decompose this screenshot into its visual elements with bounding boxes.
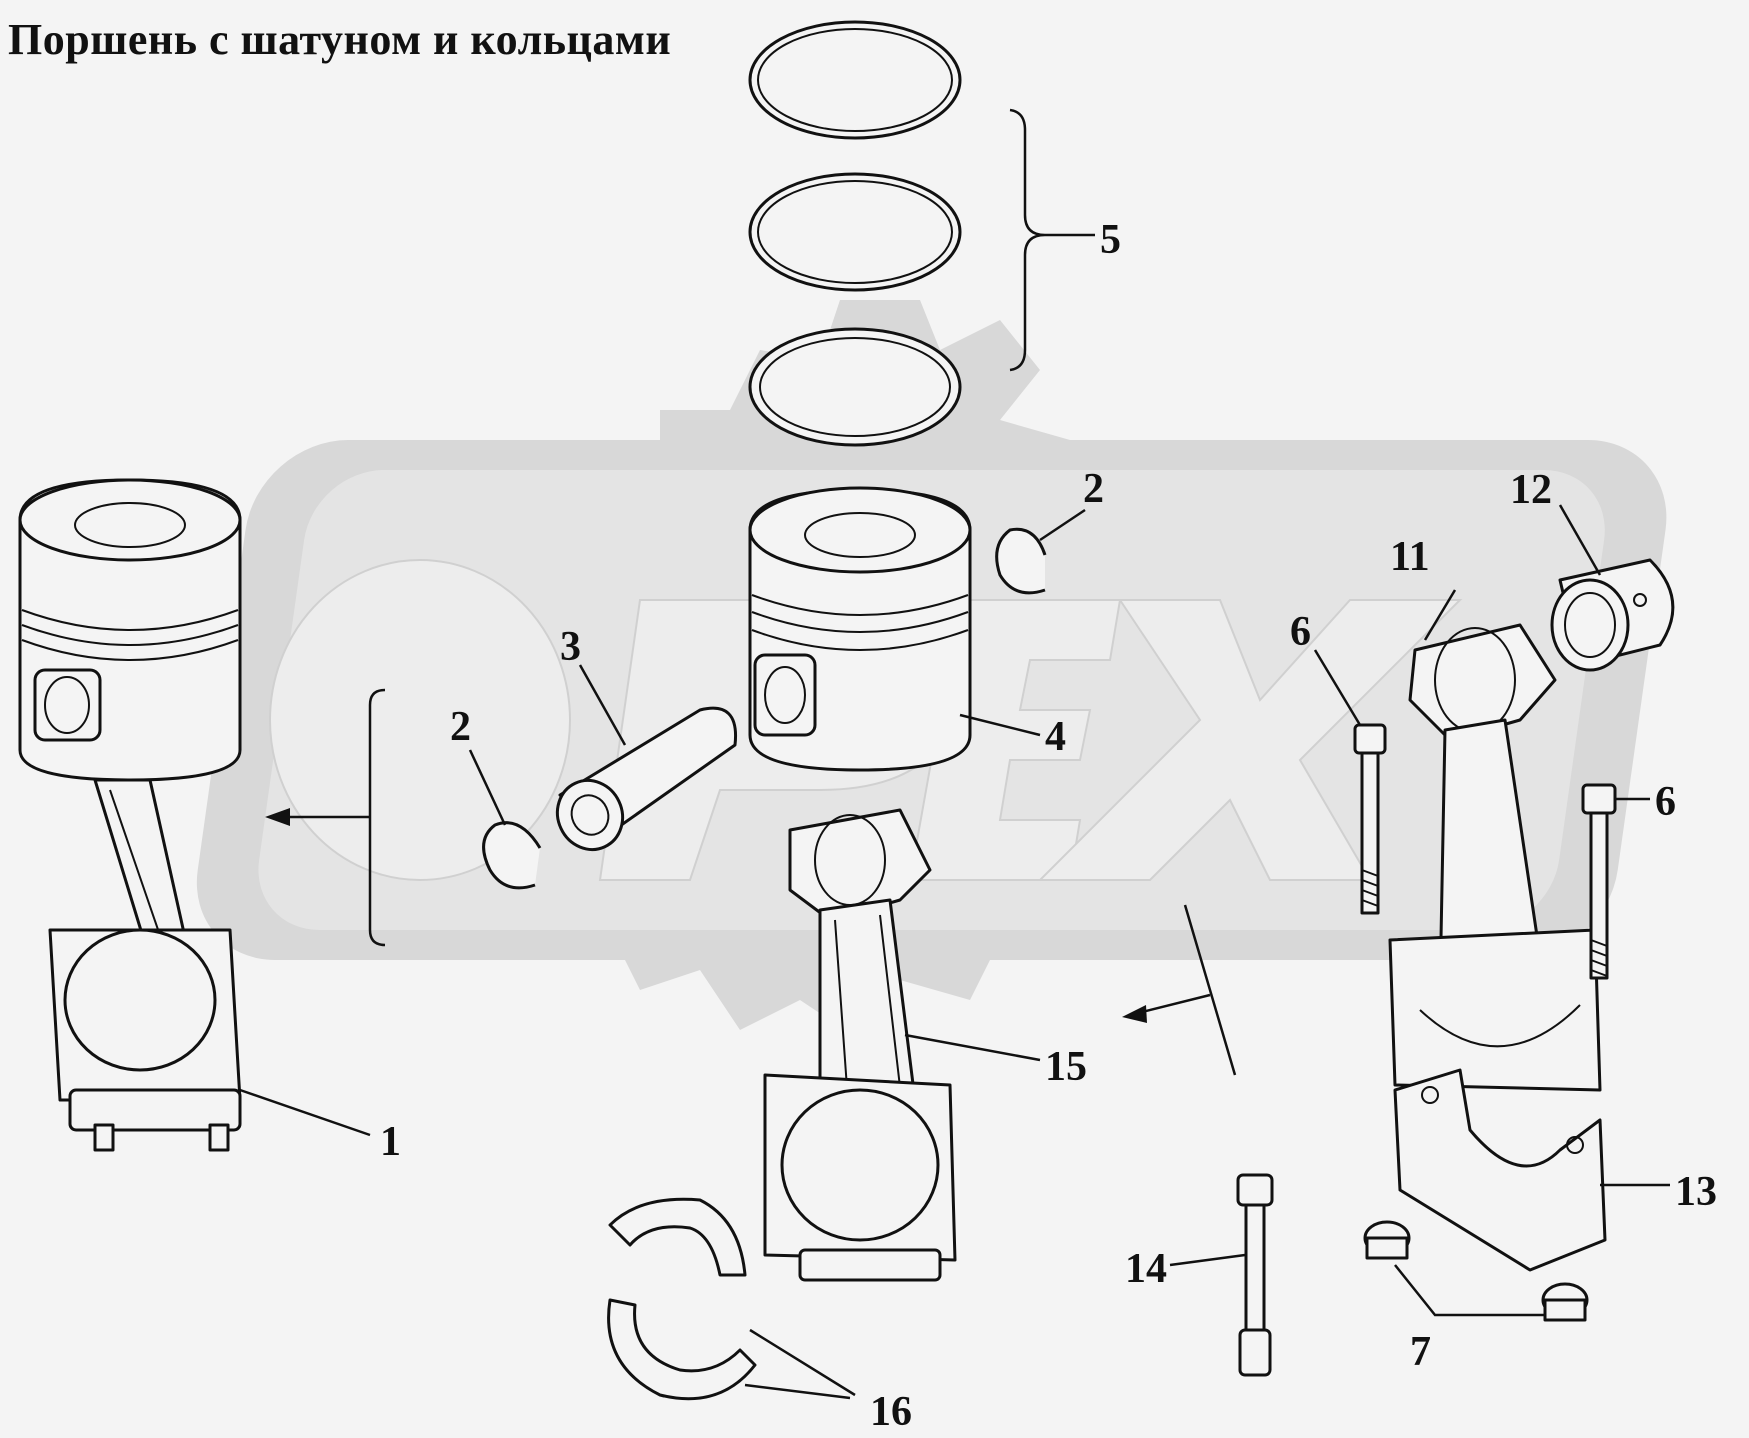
rings-bracket (1009, 108, 1046, 372)
leader-6-left (1313, 649, 1362, 726)
rod-bolt-upper-head (1353, 723, 1387, 755)
ring-top-inner (757, 28, 953, 132)
rod-bolt-upper (1353, 723, 1387, 915)
piston (748, 486, 972, 772)
callout-2-right: 2 (1083, 466, 1104, 512)
leader-16 (744, 1328, 856, 1400)
rod-big-end-bore (780, 1088, 940, 1242)
rod-right-big-end (1388, 928, 1602, 1092)
leader-14 (1169, 1253, 1246, 1267)
cap-bolt-shank (1244, 1203, 1266, 1337)
assembly-piston-crown (18, 478, 242, 562)
callout-15: 15 (1045, 1044, 1087, 1090)
leader-2-right (1039, 508, 1086, 542)
leader-1 (239, 1088, 371, 1137)
snap-ring-left (482, 821, 542, 890)
callout-4: 4 (1045, 714, 1066, 760)
assembly-pin-hole (44, 676, 90, 734)
assembly-rod-cap (68, 1088, 242, 1132)
assembly-combustion-bowl (74, 502, 186, 548)
callout-3: 3 (560, 624, 581, 670)
page-title: Поршень с шатуном и кольцами (8, 15, 672, 64)
cap-bolt-head (1236, 1173, 1274, 1207)
rod-right-bore-arc (1419, 1004, 1581, 1048)
piston-rings (748, 20, 962, 447)
assembly-rod-bore (63, 928, 217, 1072)
assembly-ring-grooves (21, 609, 239, 661)
nut-upper-side (1365, 1236, 1409, 1260)
rod-cap-body (1393, 1068, 1607, 1272)
callout-2-left: 2 (450, 704, 471, 750)
left-arrow-head (265, 808, 290, 826)
piston-pin (555, 706, 738, 851)
bush-bore (1564, 592, 1616, 658)
piston-crown (748, 486, 972, 574)
rod-right-small-end (1408, 623, 1557, 742)
rod-bolt-lower-thread (1590, 939, 1608, 977)
small-end-bush (1550, 558, 1675, 672)
callout-6-left: 6 (1290, 609, 1311, 655)
ring-top-outer (748, 20, 962, 140)
callout-5: 5 (1100, 217, 1121, 263)
connecting-rod-center (763, 808, 957, 1282)
rod-bolt-upper-shank (1360, 751, 1380, 915)
piston-pin-end (555, 779, 625, 851)
rod-cap-right (1393, 1068, 1607, 1272)
rod-cap-hole-left (1421, 1086, 1439, 1104)
assembly-piston-rod (18, 478, 242, 1152)
ring-oil-outer (748, 327, 962, 447)
leader-4 (959, 713, 1041, 737)
rod-bolt-lower-head (1581, 783, 1617, 815)
piston-pin-hole (764, 666, 806, 724)
rod-bolt-upper-thread (1361, 869, 1379, 907)
cap-bolt (1236, 1173, 1274, 1377)
piston-combustion-bowl (804, 512, 916, 558)
callout-12: 12 (1510, 467, 1552, 513)
assembly-rod-bolt-right (208, 1123, 230, 1152)
callout-13: 13 (1675, 1169, 1717, 1215)
snap-ring-right (995, 527, 1047, 595)
rod-bolt-lower (1581, 783, 1617, 980)
callout-7: 7 (1410, 1329, 1431, 1375)
callout-16: 16 (870, 1389, 912, 1435)
leader-12 (1558, 504, 1602, 576)
connecting-rod-right (1388, 623, 1602, 1092)
bearing-shell-upper (608, 1197, 747, 1277)
cap-bolt-nut (1238, 1328, 1272, 1377)
piston-ring-grooves (751, 594, 969, 651)
watermark-letter-o (269, 559, 571, 881)
ring-middle-inner (757, 180, 953, 284)
assembly-rod-rib (109, 789, 166, 951)
bearing-shells (607, 1197, 757, 1401)
leader-11 (1423, 589, 1457, 641)
piston-pin-bore (570, 794, 610, 836)
rod-cap-hole-right (1566, 1136, 1584, 1154)
callout-1: 1 (380, 1119, 401, 1165)
right-arrow-head (1122, 1005, 1147, 1023)
right-explode-line (1183, 904, 1237, 1076)
nuts (1363, 1220, 1589, 1322)
bearing-shell-lower (607, 1298, 757, 1401)
bush-oil-hole (1633, 593, 1647, 607)
rod-bolt-lower-shank (1589, 811, 1609, 980)
rod-cap (798, 1248, 942, 1282)
nut-lower-side (1543, 1298, 1587, 1322)
callout-11: 11 (1390, 534, 1430, 580)
assembly-rod-bolt-left (93, 1123, 115, 1152)
leader-3 (578, 664, 627, 746)
ring-oil-inner (759, 337, 951, 437)
callout-14: 14 (1125, 1246, 1167, 1292)
ring-middle-outer (748, 172, 962, 292)
leader-2-left (468, 749, 507, 826)
leader-15 (904, 1033, 1041, 1062)
leader-7 (1394, 1264, 1545, 1317)
callout-6-right: 6 (1655, 779, 1676, 825)
